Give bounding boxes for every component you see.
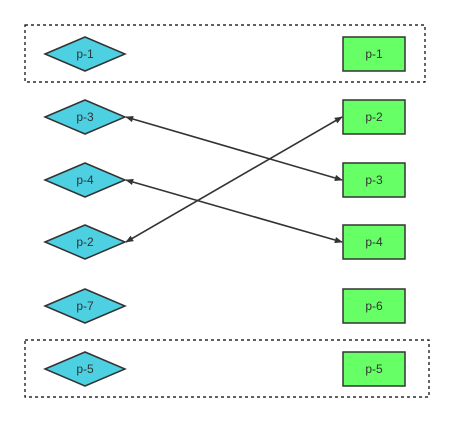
arrow-layer bbox=[125, 115, 343, 244]
node-layer: p-1 p-3 p-4 p-2 p-7 p-5 p-1 p-2 p-3 p-4 p-6 p-5 bbox=[43, 36, 406, 387]
rect-shape bbox=[342, 351, 406, 387]
diamond-shape bbox=[43, 288, 127, 324]
arrow-p3d-p3r bbox=[125, 115, 343, 182]
rect-label: p-1 bbox=[365, 47, 383, 61]
rect-shape bbox=[342, 224, 406, 260]
group-bottom bbox=[24, 339, 430, 398]
diamond-node-p5d: p-5 bbox=[43, 351, 127, 387]
diamond-shape bbox=[43, 99, 127, 135]
diamond-node-p2d: p-2 bbox=[43, 224, 127, 260]
rect-label: p-3 bbox=[365, 173, 383, 187]
rect-label: p-2 bbox=[365, 110, 383, 124]
diamond-shape bbox=[43, 36, 127, 72]
arrow-p4d-p4r bbox=[125, 178, 343, 244]
diamond-shape bbox=[43, 162, 127, 198]
rect-node-p3r: p-3 bbox=[342, 162, 406, 198]
group-layer bbox=[24, 24, 430, 398]
rect-shape bbox=[342, 36, 406, 72]
rect-shape bbox=[342, 288, 406, 324]
rect-node-p1r: p-1 bbox=[342, 36, 406, 72]
rect-node-p5r: p-5 bbox=[342, 351, 406, 387]
diamond-label: p-2 bbox=[76, 235, 94, 249]
diamond-label: p-7 bbox=[76, 299, 94, 313]
diamond-label: p-3 bbox=[76, 110, 94, 124]
rect-shape bbox=[342, 99, 406, 135]
rect-label: p-6 bbox=[365, 299, 383, 313]
rect-shape bbox=[342, 162, 406, 198]
group-top bbox=[24, 24, 426, 83]
diamond-shape bbox=[43, 224, 127, 260]
rect-label: p-4 bbox=[365, 235, 383, 249]
diamond-shape bbox=[43, 351, 127, 387]
diamond-node-p3d: p-3 bbox=[43, 99, 127, 135]
rect-label: p-5 bbox=[365, 362, 383, 376]
diamond-label: p-5 bbox=[76, 362, 94, 376]
diamond-node-p4d: p-4 bbox=[43, 162, 127, 198]
diamond-node-p7d: p-7 bbox=[43, 288, 127, 324]
rect-node-p2r: p-2 bbox=[342, 99, 406, 135]
diamond-label: p-1 bbox=[76, 47, 94, 61]
diamond-node-p1d: p-1 bbox=[43, 36, 127, 72]
rect-node-p6r: p-6 bbox=[342, 288, 406, 324]
arrow-p2d-p2r bbox=[125, 116, 343, 243]
rect-node-p4r: p-4 bbox=[342, 224, 406, 260]
diamond-label: p-4 bbox=[76, 173, 94, 187]
